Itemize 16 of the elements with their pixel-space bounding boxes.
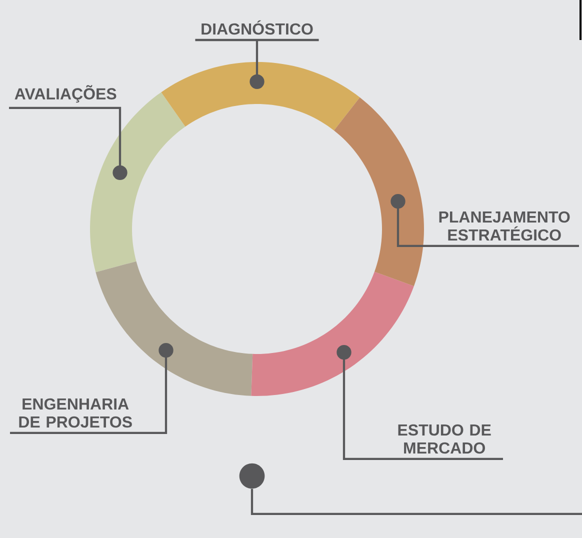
label-text: AVALIAÇÕES (14, 85, 116, 103)
leader-line (250, 488, 582, 516)
ring-segment (251, 272, 414, 396)
label-text: PLANEJAMENTO ESTRATÉGICO (439, 211, 570, 241)
ring-segment (96, 261, 253, 396)
ring-segment (334, 97, 424, 286)
leader-line (336, 345, 503, 460)
leader-line (9, 106, 128, 180)
dot (239, 463, 265, 489)
leader-line (390, 194, 579, 248)
label-text: DIAGNÓSTICO (202, 20, 313, 35)
ring-segment (161, 62, 360, 130)
label-text: ENGENHARIA DE PROJETOS (19, 398, 132, 428)
leader-line (10, 343, 174, 434)
leader-line (194, 38, 320, 89)
label-text: ESTUDO DE MERCADO (398, 424, 491, 454)
